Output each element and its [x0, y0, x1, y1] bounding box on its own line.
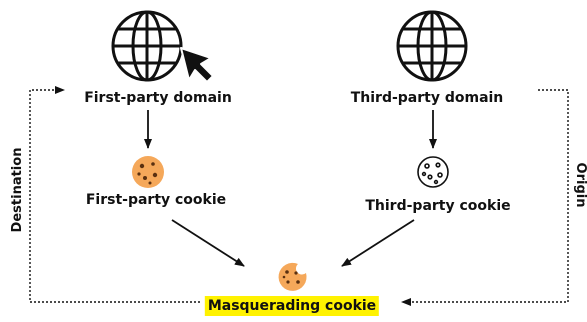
destination-dotted-path [29, 86, 200, 303]
third-party-domain-label: Third-party domain [350, 90, 504, 106]
first-party-domain-label: First-party domain [84, 90, 232, 106]
cookie-icon [132, 156, 164, 188]
destination-label: Destination [10, 147, 25, 233]
first-party-cookie-label: First-party cookie [85, 192, 227, 208]
origin-label: Origin [573, 162, 587, 208]
cookie-outline-icon [417, 156, 449, 188]
third-party-cookie-label: Third-party cookie [365, 198, 511, 214]
cookie-icon [278, 262, 307, 291]
cursor-arrow-icon [180, 47, 214, 83]
arrow-first-cookie-to-masquerading [171, 219, 245, 267]
arrow-third-cookie-to-masquerading [341, 219, 415, 267]
globe-icon [396, 10, 468, 82]
origin-dotted-path [401, 89, 569, 306]
globe-icon [111, 10, 183, 82]
masquerading-cookie-label: Masquerading cookie [204, 296, 380, 316]
